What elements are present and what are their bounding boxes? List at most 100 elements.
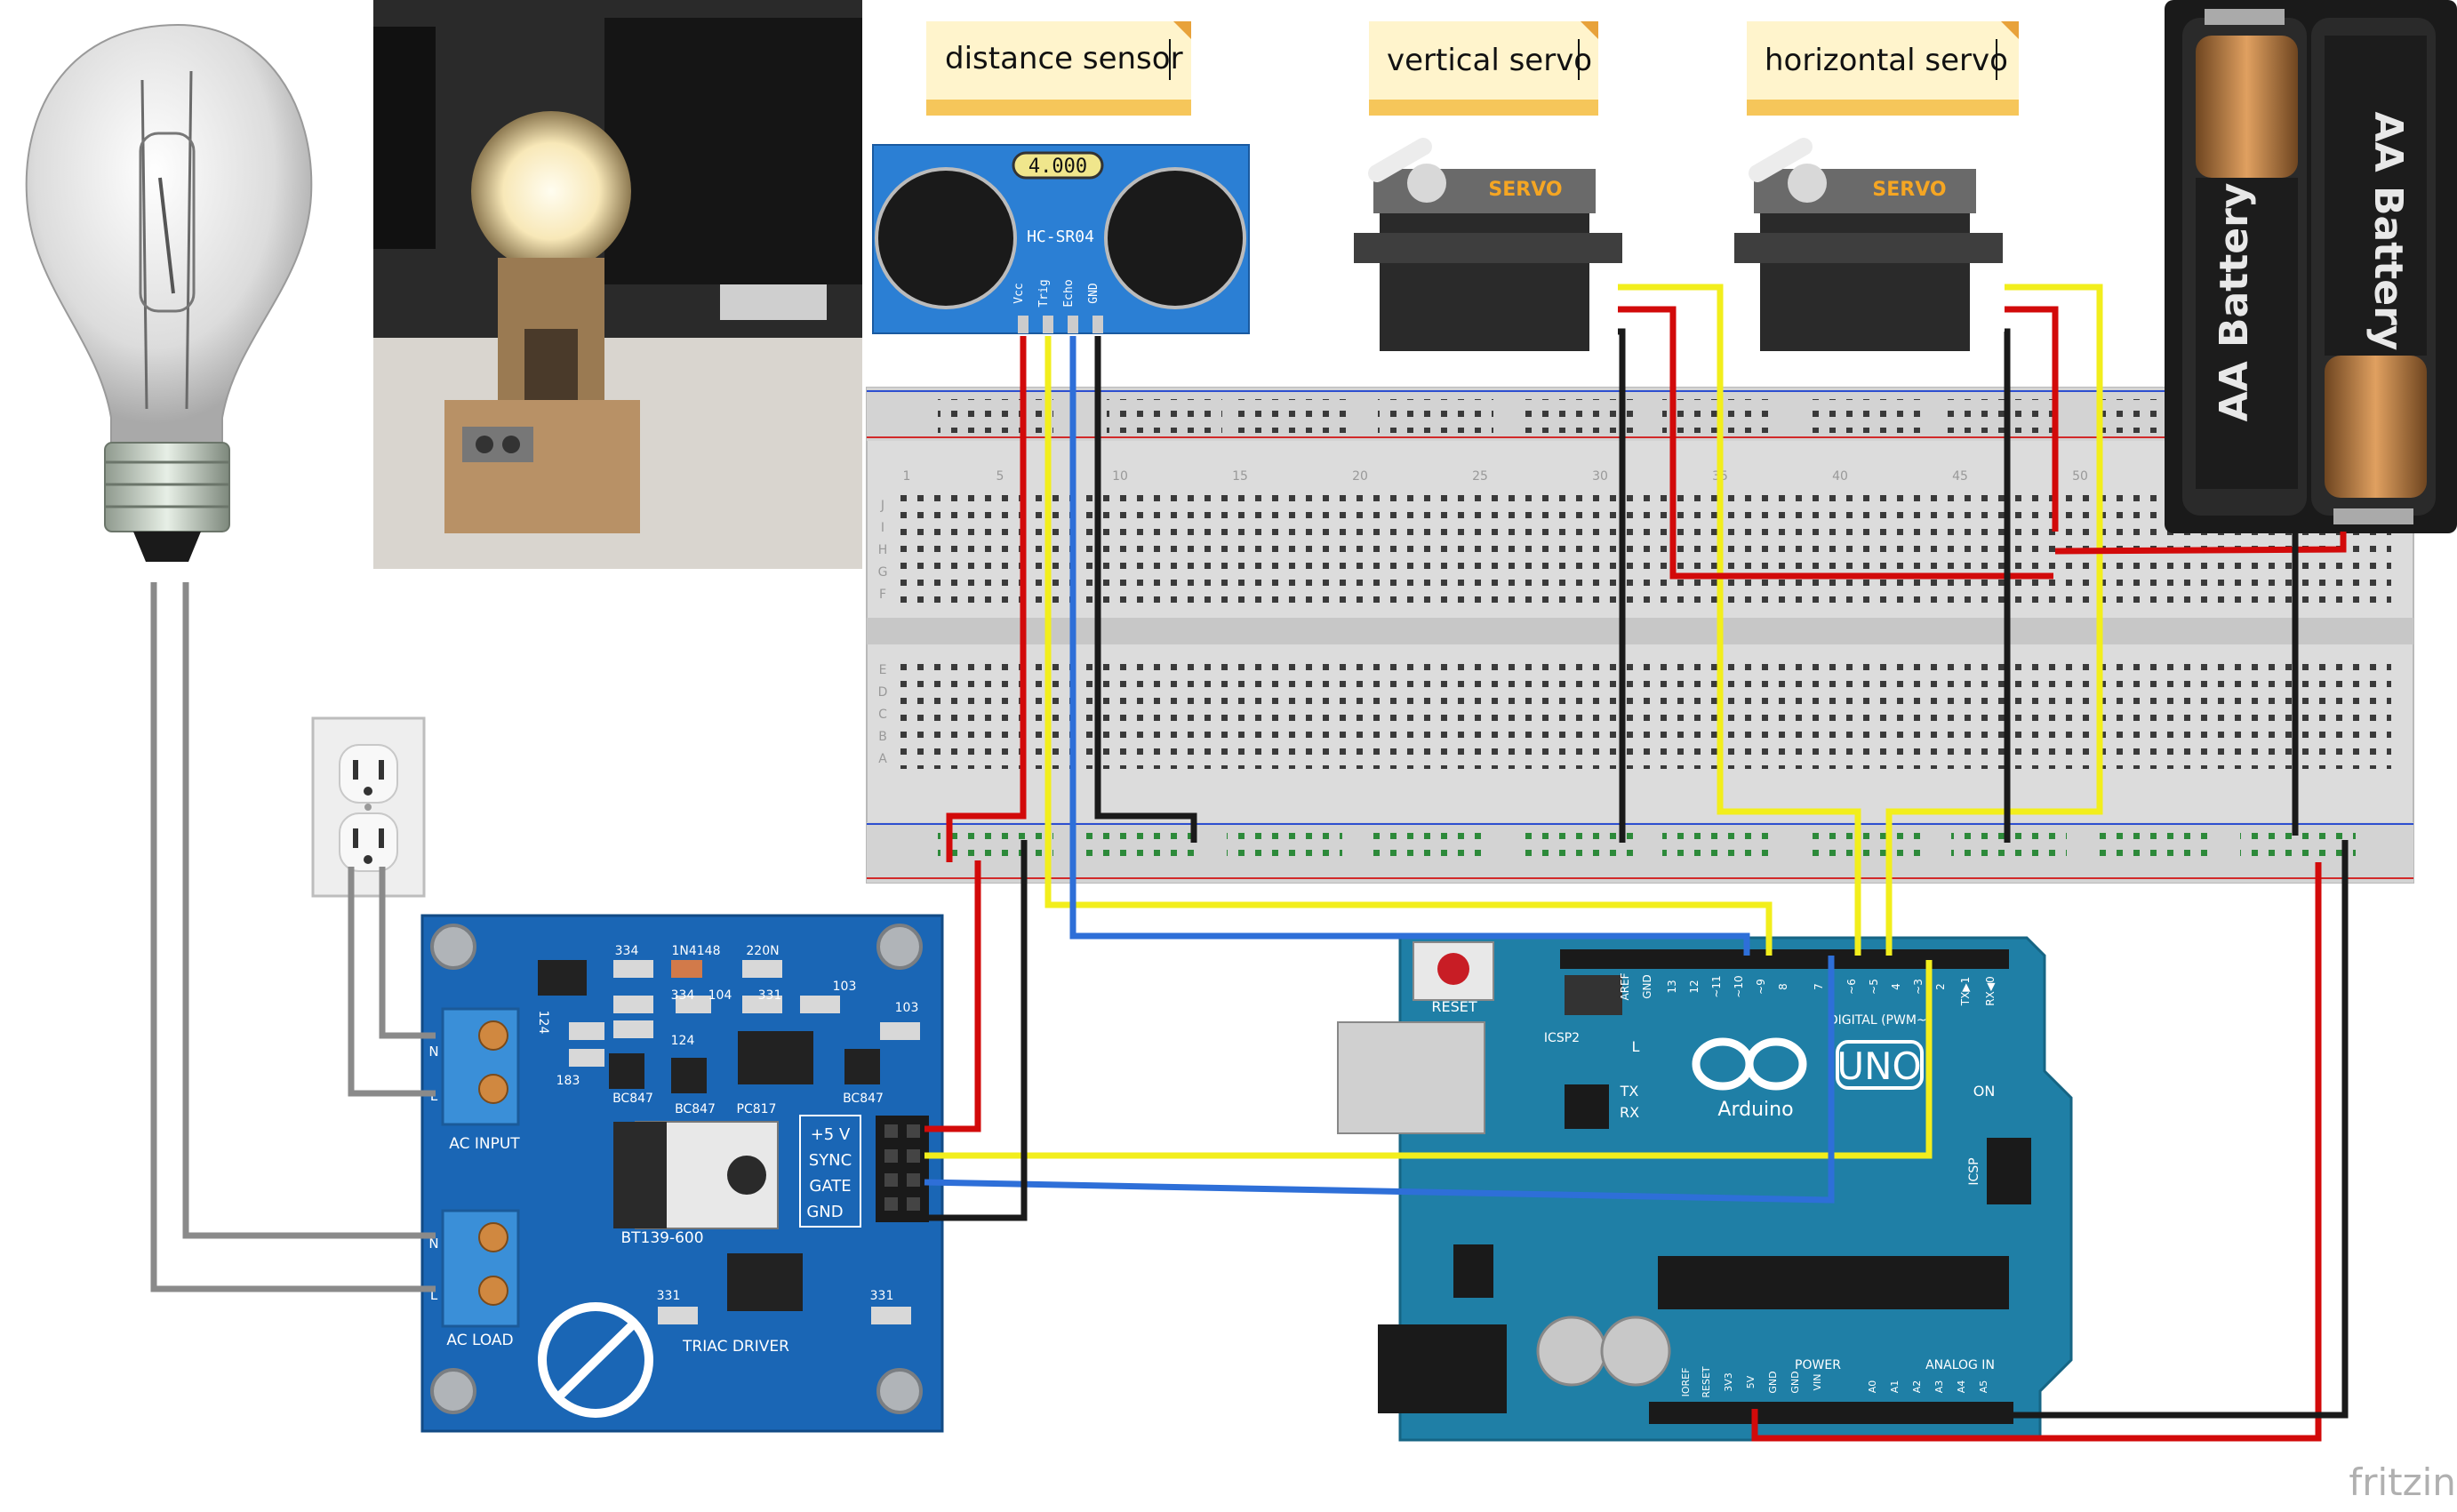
triac-pin-gate: GATE (809, 1177, 851, 1196)
arduino-gnd-label: GND (1641, 974, 1653, 999)
power-pin-vin: VIN (1812, 1374, 1823, 1391)
col-num-2: 10 (1112, 469, 1128, 484)
battery-pack: AA Battery AA Battery (2165, 0, 2457, 533)
wire-battery-red (2054, 532, 2347, 555)
wire-arduino-gnd (1775, 840, 2349, 1419)
digital-pin-5: ~5 (1868, 979, 1880, 995)
lamp-photo (373, 0, 862, 569)
distance-sensor: 4.000 HC-SR04 Vcc Trig Echo GND (872, 144, 1250, 334)
analog-pin-a1: A1 (1889, 1380, 1901, 1394)
wire-triac-sync (924, 960, 1933, 1159)
digital-pin-10: ~10 (1733, 975, 1745, 997)
triac-labels: AC INPUT AC LOAD TRIAC DRIVER BT139-600 … (428, 944, 918, 1356)
arduino-analog-label: ANALOG IN (1925, 1358, 1995, 1372)
digital-pin-8: 8 (1777, 983, 1789, 990)
analog-pin-a4: A4 (1956, 1380, 1967, 1394)
analog-pin-a3: A3 (1933, 1380, 1945, 1394)
comp-334b: 334 (671, 988, 695, 1003)
triac-pin-gnd: GND (806, 1203, 843, 1221)
note-vertical-servo[interactable]: vertical servo (1369, 21, 1598, 116)
digital-pin-4: 4 (1890, 983, 1902, 990)
arduino-l-label: L (1632, 1038, 1640, 1055)
horizontal-servo: SERVO (1734, 137, 2003, 351)
triac-l-load: L (430, 1287, 438, 1303)
power-pin-5v: 5V (1745, 1375, 1757, 1388)
comp-331b: 331 (657, 1289, 681, 1303)
comp-183: 183 (556, 1074, 580, 1088)
note-vertical-label: vertical servo (1387, 43, 1592, 78)
digital-pin-13: 13 (1666, 980, 1678, 993)
battery-left-label: AA Battery (2212, 183, 2257, 422)
power-pin-gnd1: GND (1767, 1371, 1779, 1393)
digital-pin-9: ~9 (1755, 979, 1767, 995)
comp-331c: 331 (870, 1289, 894, 1303)
wire-vservo-signal (1618, 284, 1861, 956)
sensor-model: HC-SR04 (1027, 228, 1094, 246)
wire-sensor-gnd (1094, 336, 1197, 843)
arduino-brand-label: Arduino (1717, 1099, 1793, 1121)
wires (150, 284, 2349, 1442)
row-letter-bottom-0: E (879, 663, 887, 677)
power-pin-gnd2: GND (1789, 1371, 1801, 1393)
sensor-pin-vcc: Vcc (1012, 283, 1026, 303)
comp-124a: 124 (536, 1011, 550, 1035)
wall-outlet (311, 716, 426, 898)
wire-lamp-1 (150, 582, 436, 1292)
comp-103a: 103 (833, 980, 857, 994)
wire-sensor-echo (1069, 336, 1750, 956)
wire-hservo-power (2005, 306, 2059, 532)
arduino-digital-label: DIGITAL (PWM~) (1829, 1013, 1932, 1028)
col-num-4: 20 (1352, 469, 1368, 484)
comp-220n: 220N (746, 944, 779, 958)
triac-pin-sync: SYNC (809, 1151, 852, 1170)
comp-334a: 334 (615, 944, 639, 958)
wire-sensor-trig (1044, 336, 1773, 956)
col-num-1: 5 (996, 469, 1004, 484)
wire-triac-5v (924, 860, 981, 1132)
comp-104: 104 (708, 988, 732, 1003)
wire-sensor-vcc (946, 336, 1027, 862)
triac-pin-5v: +5 V (811, 1125, 851, 1144)
sensor-pin-gnd: GND (1087, 283, 1100, 304)
power-pin-3v3: 3V3 (1723, 1372, 1734, 1392)
triac-driver-board (420, 914, 944, 1433)
wire-arduino-5v (1751, 862, 2322, 1442)
wire-vservo-gnd (1618, 328, 1626, 843)
digital-pin-3: ~3 (1912, 979, 1925, 995)
analog-pin-a2: A2 (1911, 1380, 1923, 1394)
note-horizontal-label: horizontal servo (1765, 43, 2008, 78)
triac-bt139: BT139-600 (620, 1229, 703, 1247)
wire-lamp-2 (182, 582, 436, 1239)
digital-pin-0: RX◀0 (1984, 976, 1997, 1005)
col-num-3: 15 (1232, 469, 1248, 484)
arduino-rx-label: RX (1620, 1104, 1639, 1121)
digital-pin-1: TX▶1 (1959, 977, 1972, 1006)
wire-triac-gate (924, 956, 1835, 1204)
note-distance-label: distance sensor (945, 41, 1183, 76)
note-horizontal-servo[interactable]: horizontal servo (1747, 21, 2019, 116)
digital-pin-11: ~11 (1710, 975, 1723, 997)
arduino-aref-label: AREF (1619, 972, 1631, 1000)
comp-331a: 331 (758, 988, 782, 1003)
wire-hservo-signal (1885, 284, 2103, 956)
note-distance-sensor[interactable]: distance sensor (926, 21, 1191, 116)
arduino-reset-label: RESET (1431, 998, 1477, 1015)
col-num-9: 45 (1952, 469, 1968, 484)
triac-ac-load: AC LOAD (446, 1332, 513, 1349)
arduino-uno: UNO Arduino RESET ICSP2 ICSP DIGITAL (PW… (1337, 936, 2073, 1442)
row-letter-top-3: G (878, 565, 888, 580)
analog-pin-a0: A0 (1867, 1380, 1878, 1394)
sensor-pin-echo: Echo (1062, 279, 1076, 307)
comp-1n4148: 1N4148 (671, 944, 720, 958)
comp-pc817: PC817 (737, 1102, 777, 1116)
triac-driver-label-line: TRIAC DRIVER (682, 1338, 789, 1356)
digital-pin-6: ~6 (1845, 979, 1858, 995)
col-num-10: 50 (2072, 469, 2088, 484)
row-letter-bottom-2: C (878, 708, 887, 722)
arduino-power-label: POWER (1795, 1358, 1841, 1372)
col-num-0: 1 (903, 469, 911, 484)
col-num-6: 30 (1592, 469, 1608, 484)
row-letter-top-4: F (879, 588, 886, 602)
fritzing-logo: fritzing (2349, 1460, 2457, 1504)
